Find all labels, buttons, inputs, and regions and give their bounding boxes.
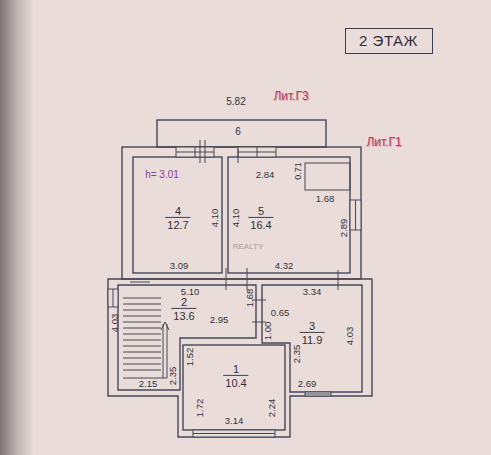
outer-wall [122, 147, 361, 279]
dimension: 1.68 [245, 289, 255, 308]
stair-step [123, 322, 161, 323]
room-number: 4 [175, 205, 181, 217]
room-area: 13.6 [171, 308, 196, 322]
stair-step [123, 298, 161, 299]
letter-label: Лит.Г1 [366, 136, 401, 148]
room-wall [133, 157, 222, 273]
window-symbols [108, 147, 361, 437]
room-wall [183, 345, 285, 430]
dimension: 4.10 [231, 209, 241, 228]
room-wall [118, 285, 256, 390]
niche-outline [305, 163, 350, 190]
dimension: 2.15 [139, 379, 158, 389]
room-area: 12.7 [165, 217, 190, 231]
stair-step [123, 340, 161, 341]
room-number: 5 [258, 205, 264, 217]
stair-step [123, 334, 161, 335]
dimension: 3.14 [225, 416, 244, 426]
room: 516.4 [228, 157, 350, 273]
room-area: 11.9 [300, 332, 325, 346]
dimension: 1.52 [185, 348, 195, 367]
stair-step [123, 358, 161, 359]
dimension: 2.35 [168, 367, 178, 386]
stair-step [123, 316, 161, 317]
room-label: 311.9 [300, 320, 325, 346]
title-text: 2 ЭТАЖ [359, 32, 418, 49]
room-label: 213.6 [171, 296, 196, 322]
stair-railing [123, 322, 169, 378]
dimension: 4.03 [345, 327, 355, 346]
dimension: 4.03 [110, 314, 120, 333]
stair-step [123, 328, 161, 329]
room-wall [228, 157, 350, 273]
room-area: 10.4 [223, 375, 248, 389]
room-number: 1 [233, 363, 239, 375]
dimension: 2.69 [298, 379, 317, 389]
dimension: 2.84 [256, 170, 275, 180]
dimension: 4.10 [210, 209, 220, 228]
dimension: 5.10 [181, 287, 200, 297]
dimension: 3.34 [303, 287, 322, 297]
stair-steps [123, 298, 161, 370]
dimension: 5.82 [226, 97, 245, 107]
room-number: 2 [181, 296, 187, 308]
room-wall [262, 285, 362, 392]
room-number: 3 [309, 320, 315, 332]
dimension: 2.89 [339, 219, 349, 238]
room-area: 16.4 [248, 217, 273, 231]
dimension: 1.68 [316, 194, 335, 204]
dimension: 2.95 [210, 315, 229, 325]
floor-title: 2 ЭТАЖ [345, 28, 433, 54]
outer-wall [108, 279, 372, 437]
dimension: 6 [235, 127, 241, 137]
stair-step [123, 364, 161, 365]
page-shadow [0, 0, 34, 455]
letter-label: Лит.Г3 [273, 90, 308, 102]
room-label: 2 ЭТАЖ [359, 32, 418, 49]
dimension: 1.72 [195, 399, 205, 418]
dimension: h= 3.01 [145, 170, 179, 180]
stair-step [123, 370, 161, 371]
dimension: 0.65 [271, 308, 290, 318]
door-marks [130, 140, 338, 322]
stair-step [123, 352, 161, 353]
dimension: 2.35 [292, 345, 302, 364]
stair-step [123, 304, 161, 305]
dimension: 3.09 [170, 261, 189, 271]
room-label: 110.4 [223, 363, 248, 389]
room-label: 412.7 [165, 205, 190, 231]
stair-step [123, 346, 161, 347]
balcony-outline [157, 120, 326, 147]
dimension: 1.00 [263, 322, 273, 341]
dimension: 2.24 [267, 399, 277, 418]
dimension: 4.32 [275, 261, 294, 271]
stair-step [123, 310, 161, 311]
room-label: 516.4 [248, 205, 273, 231]
watermark: REALTY [233, 243, 264, 251]
dimension: 0.71 [294, 162, 303, 180]
